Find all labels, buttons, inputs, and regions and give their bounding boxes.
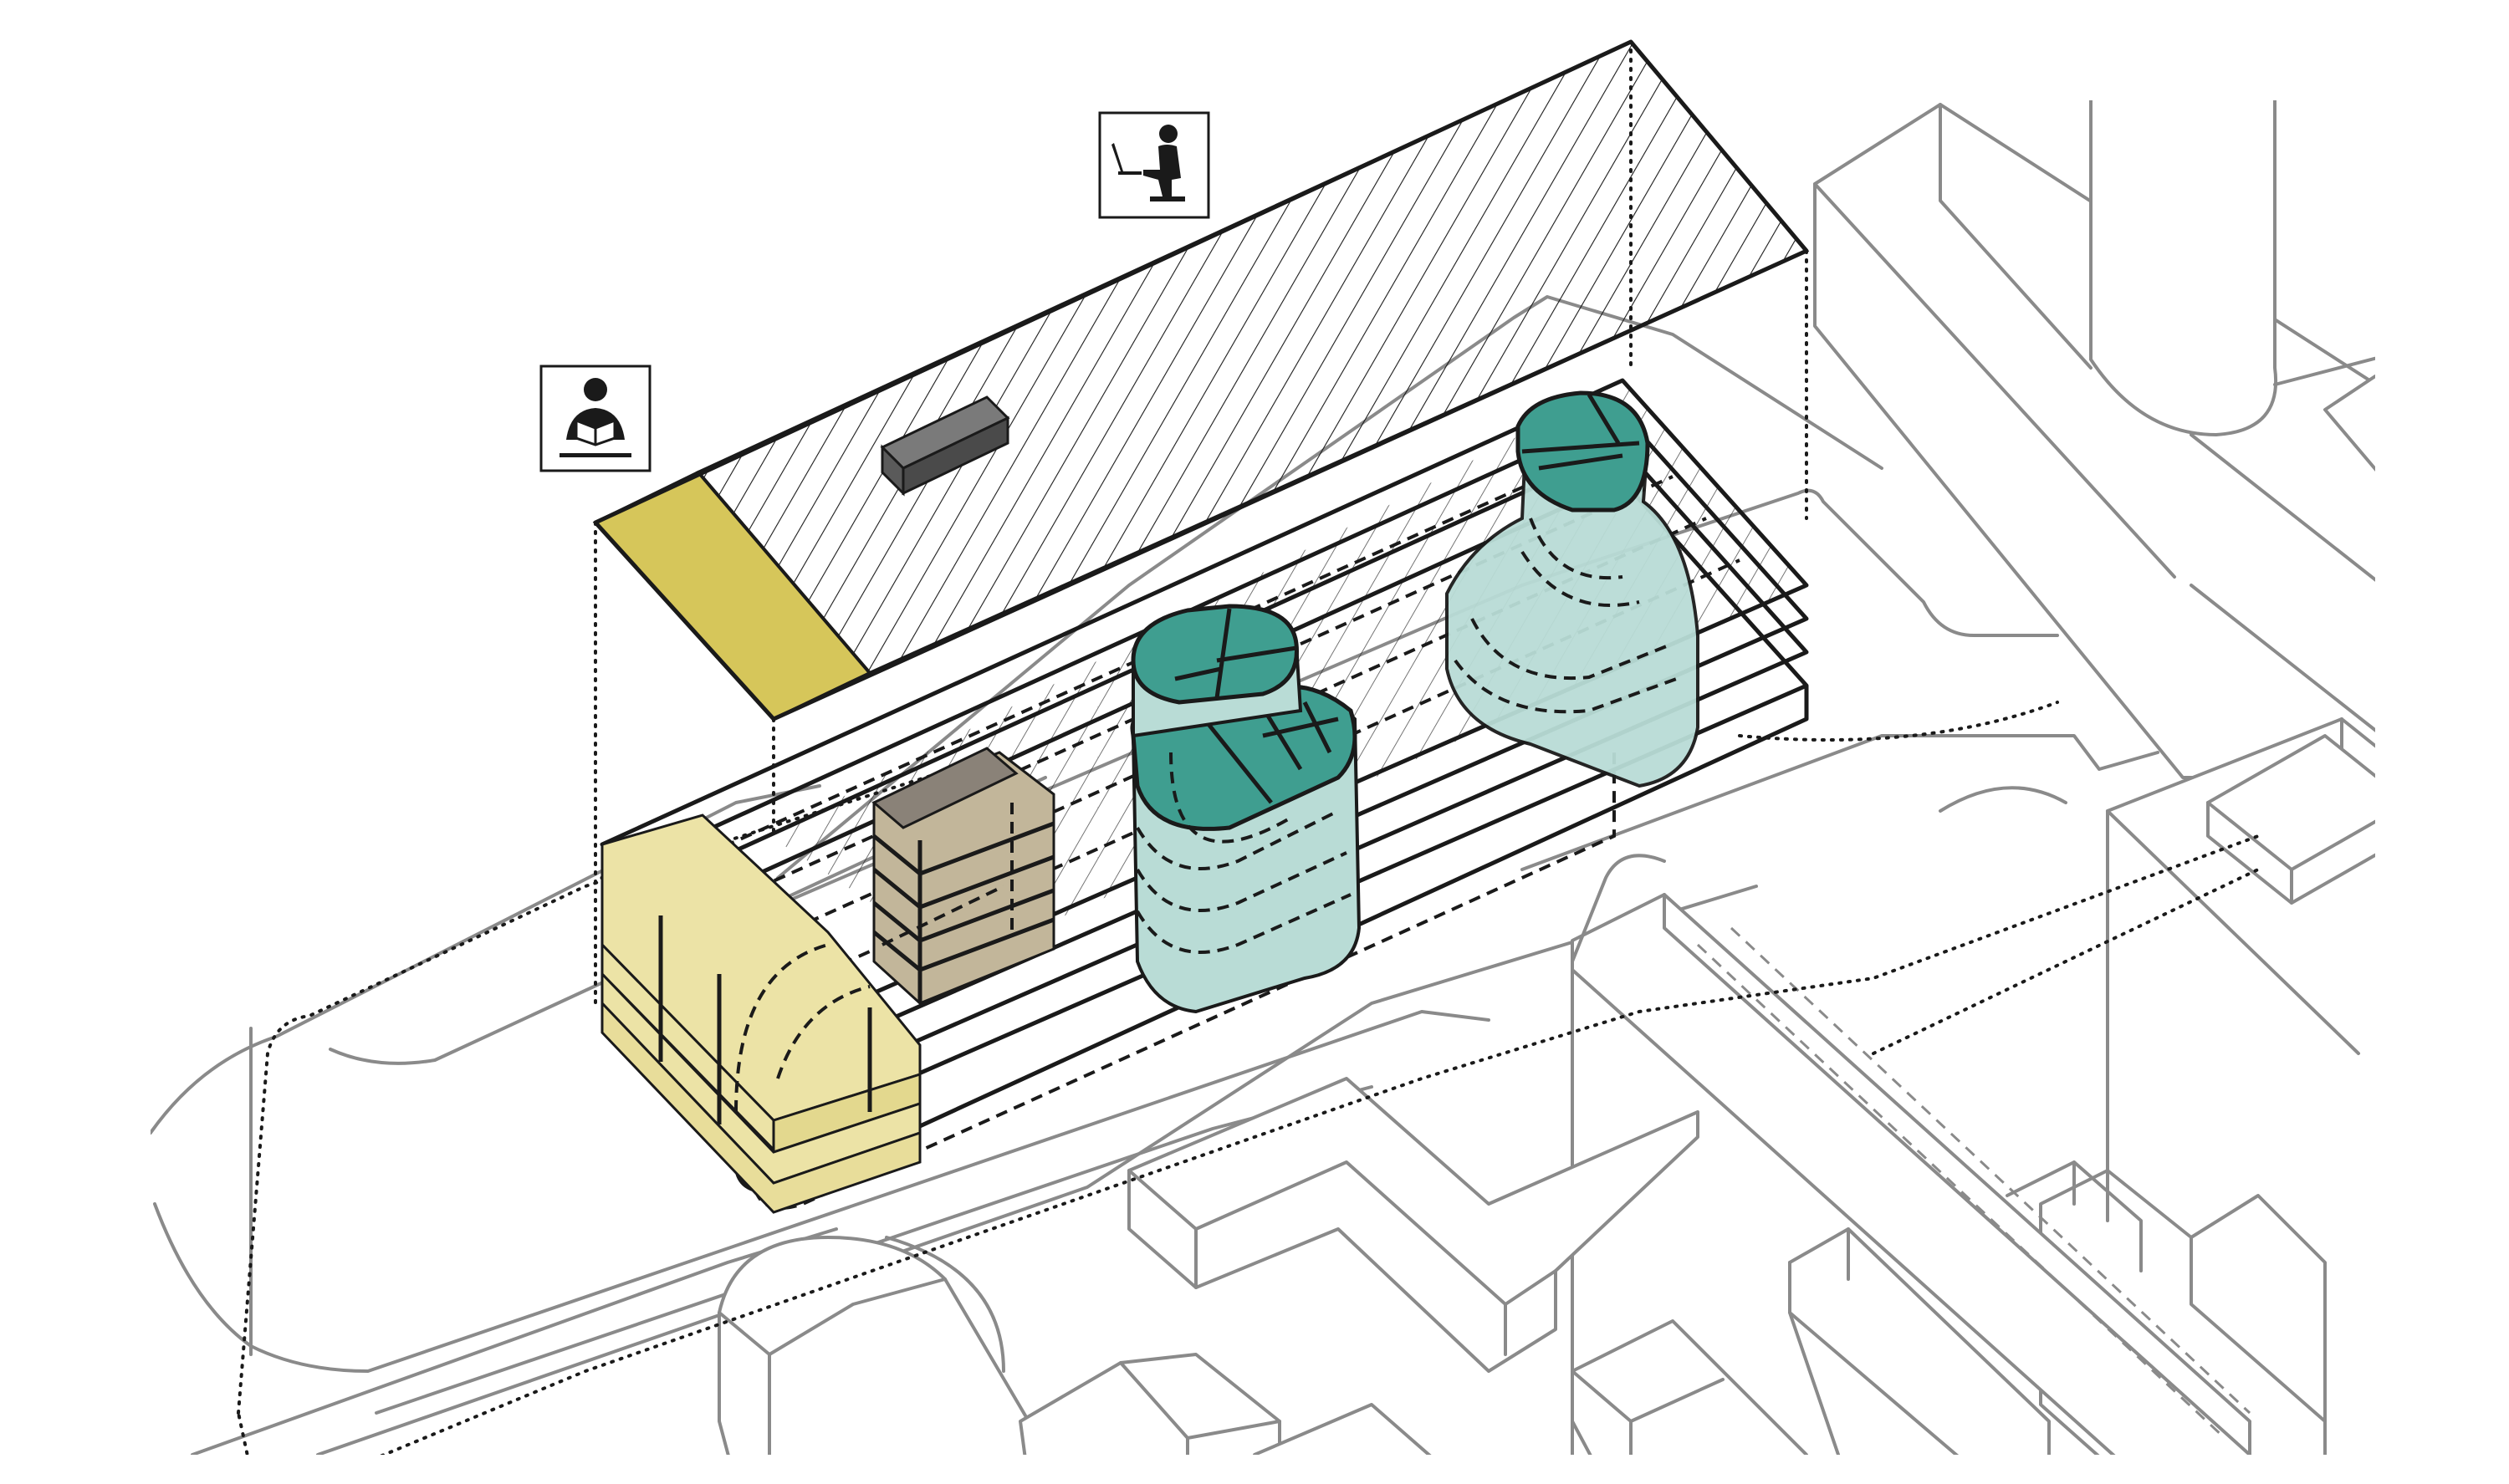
icon-frame-top (1098, 111, 1210, 219)
teal-rear-dashed (1454, 518, 1682, 714)
person-reading-icon (539, 365, 652, 472)
teal-cap-rear (1515, 390, 1650, 513)
street-line-bottom (316, 885, 1758, 1455)
terrain-line-right (1520, 734, 2159, 871)
person-at-laptop-icon (1098, 111, 1210, 219)
tower-right-large-edge (1813, 103, 2176, 579)
sidewalk-left (329, 776, 1047, 1065)
bldg-right-small-a-side (2206, 801, 2375, 905)
pale-yellow-arch (734, 943, 871, 1113)
program-layers (592, 39, 1810, 1214)
tan-block-floors (872, 821, 1055, 1003)
laptop-icon (1111, 143, 1142, 175)
reader-table (560, 453, 631, 457)
tan-block-dashed (881, 803, 1014, 946)
teal-cap-front-walls (1203, 692, 1339, 804)
bldg-bottom-mid-b (1253, 1403, 1432, 1455)
bldg-right-bottom-steps (2006, 1160, 2327, 1423)
teal-cap-upper (1131, 604, 1299, 705)
bldg-bottom-center-right-edge (1571, 1369, 1725, 1455)
tower-right-cylinder (2089, 100, 2278, 436)
laptop-user-body (1143, 145, 1185, 201)
top-slab-outline (593, 39, 1809, 722)
teal-cap-upper-walls (1174, 608, 1297, 699)
road-curve-right (1571, 786, 2067, 963)
laptop-user-head (1159, 125, 1178, 143)
bldg-bottom-left-round (718, 1236, 1030, 1455)
pale-yellow-volume (600, 813, 922, 1214)
bldg-bottom-mid-a (1019, 1353, 1281, 1455)
teal-front-floors (1136, 752, 1352, 954)
site-boundary-dotted (237, 701, 2260, 1455)
open-book-icon (575, 418, 616, 446)
pale-yellow-band-3 (600, 1000, 922, 1214)
bldg-bottom-mid-a-edge (1119, 1361, 1281, 1455)
reader-head (584, 378, 607, 401)
bldg-right-small-a (2206, 734, 2375, 871)
small-bldg-top-right (2323, 375, 2375, 472)
site-edge-right (743, 488, 2059, 921)
bldg-bottom-right-block-edge (1788, 1227, 1960, 1455)
teal-volumes (1130, 390, 1699, 1014)
teal-cap-rear-walls (1521, 393, 1640, 471)
context-buildings (151, 100, 2375, 1455)
l-building-bottom-edge (1127, 1160, 1557, 1356)
bldg-bottom-left-round-edge (718, 1236, 1005, 1455)
pale-yellow-verticals (658, 915, 872, 1124)
l-building-bottom (1127, 1077, 1699, 1373)
top-slab (592, 39, 1810, 722)
tan-block-top (871, 747, 1019, 829)
tower-right-edges (2190, 356, 2375, 732)
tan-stacked-block (871, 747, 1055, 1005)
rail-dashed-2 (1730, 926, 2251, 1415)
grey-box-side (902, 416, 1009, 496)
